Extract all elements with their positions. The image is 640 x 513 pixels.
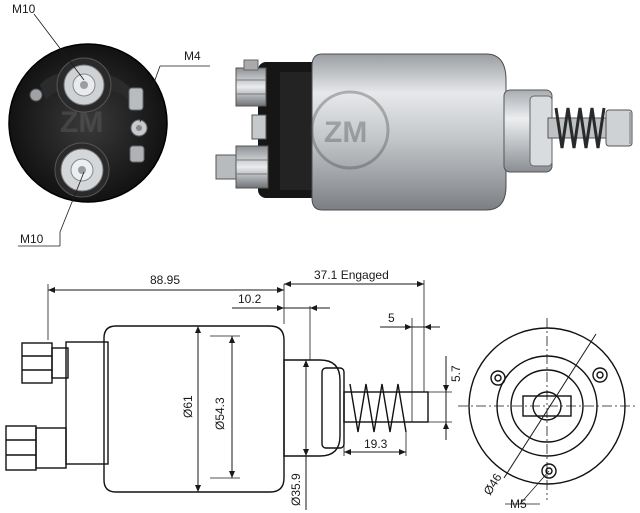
mounting-hole-bottom xyxy=(541,463,557,479)
label-terminal-small: M4 xyxy=(184,49,201,63)
side-view-photo: ZM xyxy=(215,53,633,211)
stud-bottom xyxy=(215,145,269,189)
dim-body-dia: Ø61 xyxy=(181,395,195,418)
label-terminal-bottom: M10 xyxy=(20,232,44,246)
dim-spring: 19.3 xyxy=(364,437,388,451)
terminal-m10-bottom xyxy=(54,142,110,198)
stud-top xyxy=(235,59,267,107)
side-elevation-drawing: 88.95 37.1 Engaged 10.2 5 5.7 Ø61 Ø54.3 xyxy=(5,268,463,510)
dim-stroke: 5 xyxy=(388,311,395,325)
drawing-terminal-cap xyxy=(65,341,109,465)
dim-nose-dia: Ø35.9 xyxy=(289,473,303,506)
dim-inner-dia: Ø54.3 xyxy=(213,397,227,430)
end-view-photo: ZM xyxy=(8,43,168,203)
drawing-nose xyxy=(283,359,341,457)
dim-flange: 10.2 xyxy=(238,292,262,306)
callout-line-m10-top xyxy=(33,13,85,81)
solenoid-body xyxy=(311,53,507,211)
dim-mount-thread: M5 xyxy=(510,497,527,511)
front-view-drawing: Ø46 M5 xyxy=(458,318,636,511)
label-terminal-top: M10 xyxy=(12,2,36,16)
dim-bolt-circle: Ø46 xyxy=(481,471,505,498)
front-plunger-flat xyxy=(522,395,572,417)
drawing-plunger xyxy=(343,391,429,423)
dim-engaged: 37.1 Engaged xyxy=(314,268,389,282)
drawing-stud-top xyxy=(21,342,69,384)
dim-line-bolt-circle xyxy=(503,333,597,479)
plunger-head xyxy=(605,109,633,147)
stud-m4-side xyxy=(251,114,267,140)
drawing-stud-bottom xyxy=(5,425,67,471)
brand-logo-watermark-side: ZM xyxy=(310,90,390,170)
terminal-m4 xyxy=(128,87,148,163)
mounting-hole-left xyxy=(490,370,506,386)
callout-line-m10-bottom xyxy=(59,171,85,233)
front-outer-circle xyxy=(468,327,626,485)
dim-overall: 88.95 xyxy=(150,273,180,287)
drawing-spring xyxy=(349,383,407,433)
dim-plunger-dia: 5.7 xyxy=(449,365,463,382)
mounting-hole-right xyxy=(592,367,608,383)
callout-line-m4 xyxy=(139,65,161,123)
terminal-m10-top xyxy=(56,57,112,113)
plunger-spring xyxy=(554,107,606,149)
svg-text:ZM: ZM xyxy=(324,116,367,149)
rivet-left xyxy=(29,88,43,102)
drawing-body xyxy=(103,325,285,493)
